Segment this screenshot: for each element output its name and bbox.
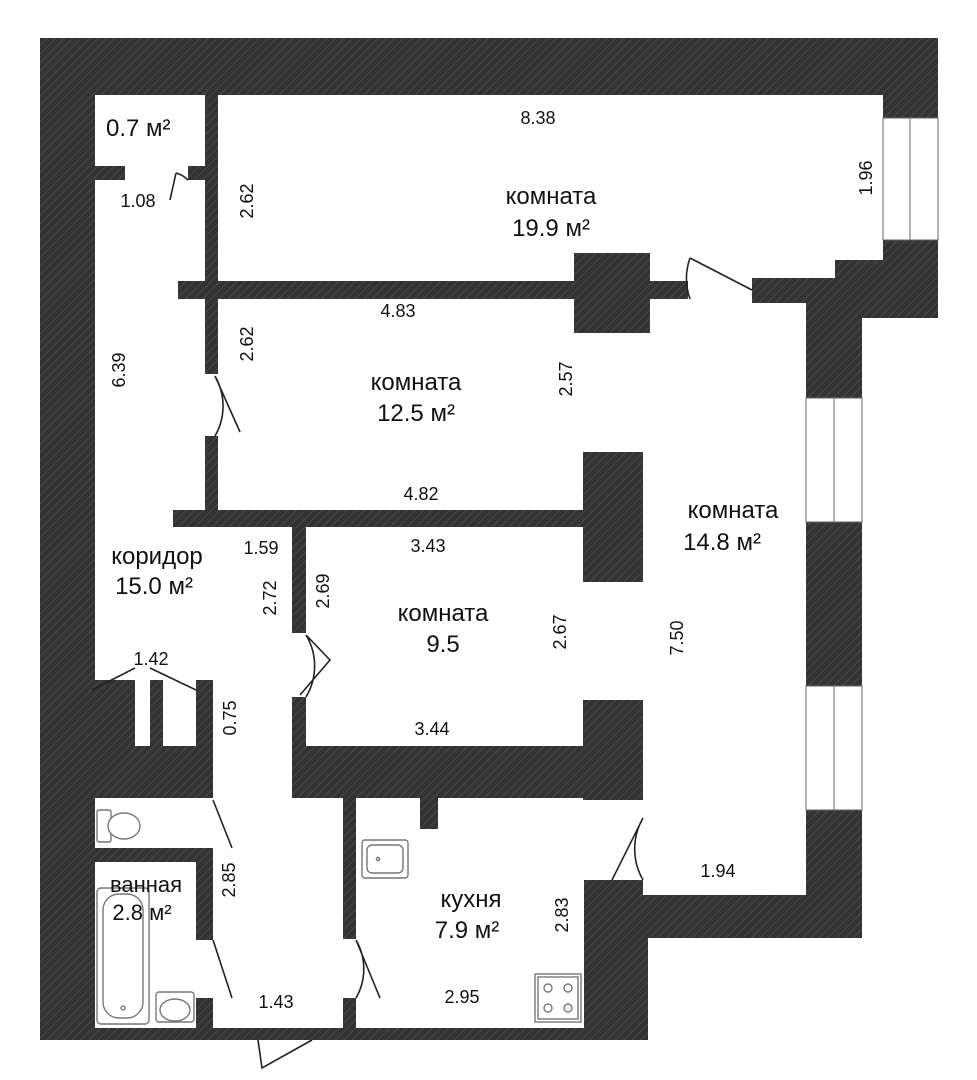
- dim-closet-width: 1.08: [120, 191, 155, 211]
- wall-room2-room4: [173, 510, 585, 527]
- door-wc-3[interactable]: [212, 799, 233, 849]
- room1-name: комната: [506, 183, 597, 210]
- kitchen-name: кухня: [440, 886, 501, 913]
- wall-wc-stall-1: [95, 680, 135, 746]
- door-wc-2[interactable]: [149, 667, 197, 691]
- dim-room4-left: 2.69: [313, 573, 333, 608]
- wall-wc-block: [95, 746, 213, 798]
- dim-wc-height: 0.75: [220, 700, 240, 735]
- corridor-area: 15.0 м²: [115, 573, 193, 600]
- wall-room1-room2-right: [650, 281, 688, 299]
- door-room4[interactable]: [299, 634, 332, 698]
- wall-bath-right-lower: [196, 998, 213, 1028]
- door-bath[interactable]: [212, 939, 233, 999]
- room3-name: комната: [688, 497, 779, 524]
- wall-corridor-room2-upper: [205, 299, 218, 374]
- pillar-low: [583, 700, 643, 800]
- door-wc-1[interactable]: [91, 667, 136, 691]
- corridor-name: коридор: [111, 543, 203, 570]
- room2-area: 12.5 м²: [377, 400, 455, 427]
- wall-room4-bottom: [292, 746, 584, 798]
- bathroom-name: ванная: [110, 872, 182, 897]
- door-room2[interactable]: [214, 375, 241, 437]
- wall-bath-right-upper: [196, 848, 213, 940]
- dim-room2-width: 4.83: [380, 301, 415, 321]
- dim-room1-width: 8.38: [520, 108, 555, 128]
- dim-closet-height: 2.62: [237, 183, 257, 218]
- wall-wc-stall-2: [150, 680, 163, 746]
- windows: [805, 117, 939, 811]
- fixtures: [96, 809, 582, 1025]
- dim-bath-height: 2.85: [219, 862, 239, 897]
- room-labels: 0.7 м² комната 19.9 м² комната 12.5 м² к…: [106, 115, 779, 944]
- room1-area: 19.9 м²: [512, 215, 590, 242]
- dim-room2-right: 2.57: [556, 361, 576, 396]
- wall-room1-room2: [178, 281, 588, 299]
- room4-name: комната: [398, 600, 489, 627]
- wall-wc-stall-3: [196, 680, 213, 746]
- door-kitchen[interactable]: [355, 939, 381, 999]
- pillar-top: [574, 253, 650, 333]
- sink-icon: [155, 991, 195, 1023]
- door-entry[interactable]: [257, 1039, 313, 1070]
- bathroom-area: 2.8 м²: [112, 900, 171, 925]
- dim-room2-bottom: 4.82: [403, 484, 438, 504]
- pillar-mid: [583, 452, 643, 582]
- dim-room2-left: 2.62: [237, 326, 257, 361]
- kitchen-sink-icon: [361, 839, 409, 879]
- room4-area: 9.5: [426, 631, 459, 658]
- wall-corridor-room4-upper: [292, 527, 306, 633]
- toilet-icon: [96, 809, 141, 843]
- stove-icon: [534, 973, 582, 1023]
- dim-corridor-width: 1.59: [243, 538, 278, 558]
- dim-corridor-length: 6.39: [109, 352, 129, 387]
- dimension-labels: 8.38 1.96 1.08 2.62 4.83 2.62 2.57 6.39 …: [109, 108, 876, 1012]
- dim-kitchen-width: 2.95: [444, 987, 479, 1007]
- room2-name: комната: [371, 369, 462, 396]
- wall-closet-right: [205, 95, 218, 285]
- dim-entry-width: 1.43: [258, 992, 293, 1012]
- door-closet[interactable]: [169, 172, 189, 201]
- walls: [40, 38, 938, 1040]
- closet-area: 0.7 м²: [106, 115, 171, 142]
- wall-kitchen-left-lower: [343, 998, 356, 1028]
- dim-kitchen-height: 2.83: [552, 897, 572, 932]
- doors: [91, 172, 753, 1070]
- wall-closet-bottom: [95, 166, 125, 180]
- door-kitchen-room3[interactable]: [611, 817, 644, 881]
- door-room1[interactable]: [685, 257, 753, 300]
- dim-room4-right: 2.67: [550, 614, 570, 649]
- wall-kitchen-nook: [420, 797, 438, 829]
- kitchen-area: 7.9 м²: [435, 917, 500, 944]
- dim-corridor-side: 2.72: [260, 580, 280, 615]
- dim-room3-height: 7.50: [667, 620, 687, 655]
- dim-room4-bottom: 3.44: [414, 719, 449, 739]
- bathtub-icon: [96, 887, 150, 1025]
- dim-wc-width: 1.42: [133, 649, 168, 669]
- dim-room1-window: 1.96: [856, 160, 876, 195]
- dim-room4-top: 3.43: [410, 536, 445, 556]
- wall-kitchen-left-upper: [343, 797, 356, 939]
- wall-corridor-room2-lower: [205, 436, 218, 510]
- room3-area: 14.8 м²: [683, 529, 761, 556]
- dim-room3-bottom: 1.94: [700, 861, 735, 881]
- wall-bath-top: [95, 848, 213, 862]
